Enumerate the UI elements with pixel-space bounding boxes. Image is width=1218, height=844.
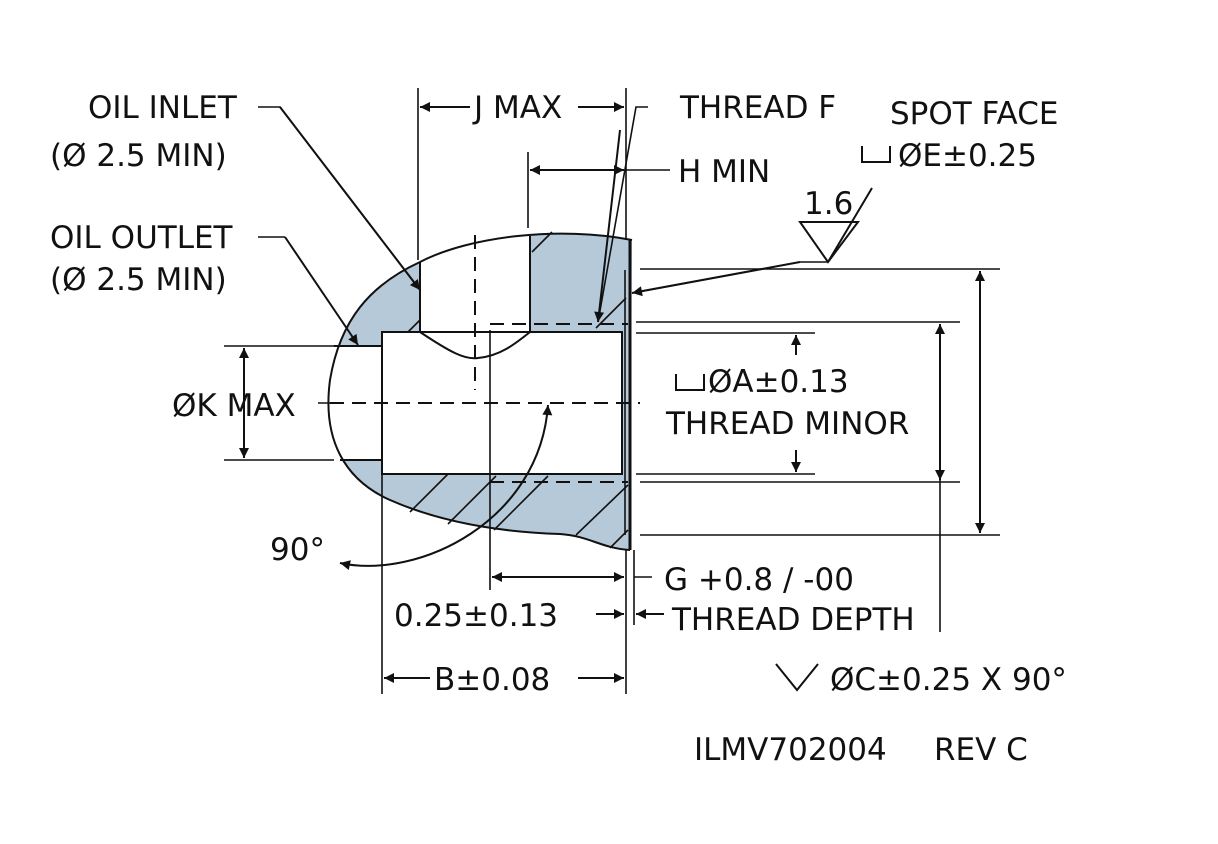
angle-90-label: 90°: [270, 532, 325, 568]
dimension-lines: [224, 88, 1000, 694]
oil-outlet-label: OIL OUTLET: [50, 220, 234, 256]
h-min-label: H MIN: [678, 154, 770, 190]
b-dimension: B±0.08: [434, 662, 550, 698]
chamfer-tolerance: 0.25±0.13: [394, 598, 558, 634]
drawing-id: ILMV702004: [694, 732, 887, 768]
oil-inlet-diameter: (Ø 2.5 MIN): [50, 138, 227, 174]
j-max-label: J MAX: [472, 90, 562, 126]
k-max-label: ØK MAX: [172, 388, 296, 424]
spot-face-dimension: ØE±0.25: [898, 138, 1037, 174]
thread-minor-label: THREAD MINOR: [665, 406, 909, 442]
surface-finish-value: 1.6: [804, 186, 853, 222]
revision-label: REV C: [934, 732, 1028, 768]
oil-outlet-diameter: (Ø 2.5 MIN): [50, 262, 227, 298]
c-dimension: ØC±0.25 X 90°: [830, 662, 1067, 698]
thread-depth-label: THREAD DEPTH: [671, 602, 915, 638]
g-dimension: G +0.8 / -00: [664, 562, 854, 598]
a-dimension: ØA±0.13: [708, 364, 849, 400]
spot-face-label: SPOT FACE: [890, 96, 1058, 132]
thread-f-label: THREAD F: [679, 90, 836, 126]
section-body: [318, 230, 640, 551]
oil-inlet-label: OIL INLET: [88, 90, 238, 126]
